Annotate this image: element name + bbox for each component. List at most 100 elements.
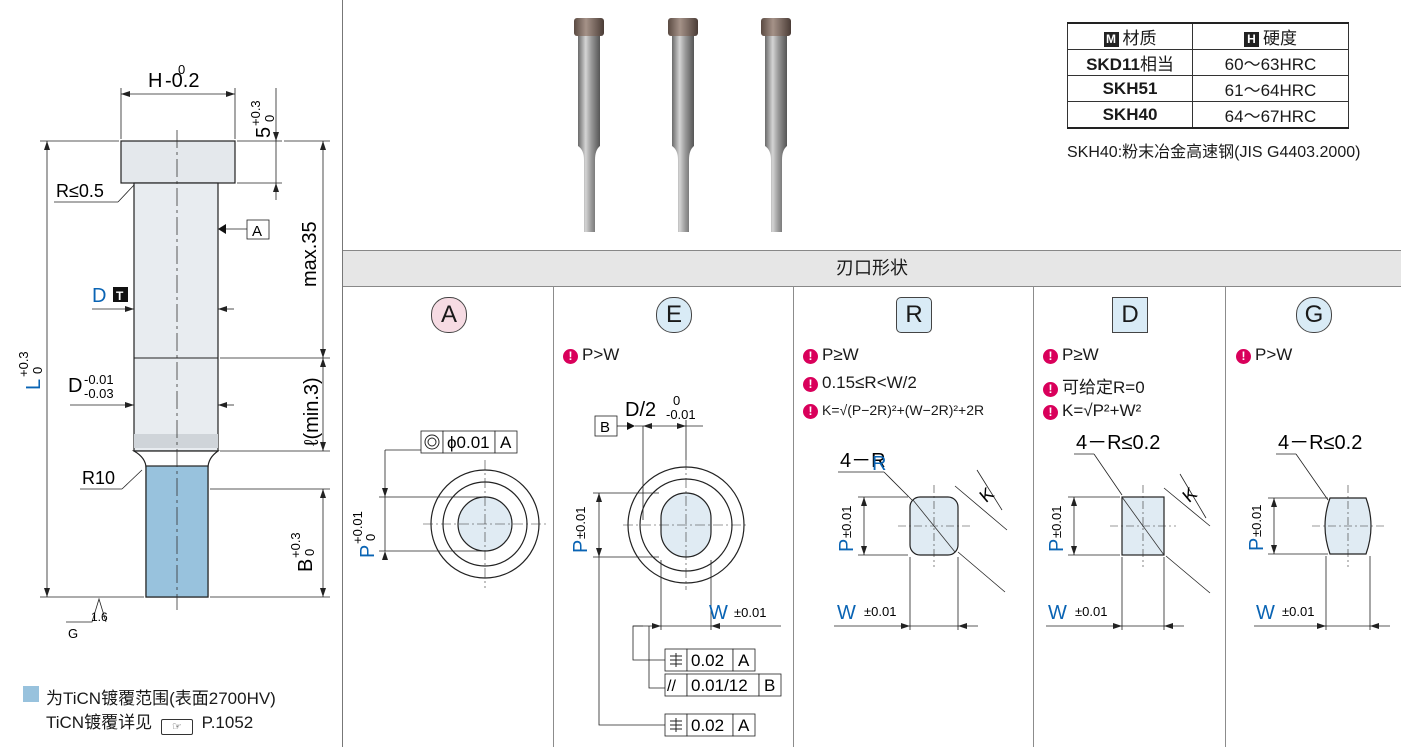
h-tol-upper: 0 [178,62,185,77]
alert-icon: ! [1043,405,1058,420]
punch-photo-3 [761,18,791,232]
alert-icon: ! [803,404,818,419]
shape-d-note-3: ! K=√P²+W² [1043,401,1141,421]
w-label-g: W [1256,602,1275,624]
head-tol-upper: +0.3 [248,100,263,126]
w-tol-r: ±0.01 [864,604,896,619]
l-label: L [23,379,45,390]
h-tol-lower: -0.2 [165,70,199,92]
alert-icon: ! [1043,382,1058,397]
h-label: H [148,70,162,92]
p-label-r: P [836,539,858,552]
r-label-g: 4－R≤0.2 [1278,432,1362,454]
note-text: P≥W [822,345,859,364]
note-text: K=√(P−2R)²+(W−2R)²+2R [822,402,985,418]
d2-tol-upper: 0 [673,393,680,408]
hardness-header-cell: H 硬度 [1192,22,1349,50]
frame1-value: 0.02 [691,651,724,670]
head-tol-base: 5 [253,127,275,138]
shape-d-note-2: ! 可给定R=0 [1043,373,1145,398]
w-tol-e: ±0.01 [734,605,766,620]
p-label-a: P [357,545,379,558]
p-label-g: P [1246,538,1268,551]
alert-icon: ! [563,349,578,364]
material-suffix: 相当 [1139,55,1174,74]
d-badge: T [116,289,124,303]
frame2-value: 0.01/12 [691,676,748,695]
material-header: 材质 [1122,29,1157,48]
max-length-label: max.35 [299,221,321,287]
d-tol-label: D [68,375,82,397]
legend-line1: 为TiCN镀覆范围(表面2700HV) [46,689,276,708]
p-tol-lower-a: 0 [363,534,378,541]
note-text: 0.15≤R<W/2 [822,373,917,392]
d-tol-upper: -0.01 [84,372,114,387]
coax-ref: A [500,433,512,452]
d-label: D [92,285,106,307]
l-tol-lower: 0 [30,367,45,374]
l-tol-upper: +0.3 [16,351,31,377]
shape-d-badge: D [1112,297,1148,333]
p-tol-d: ±0.01 [1049,506,1064,538]
hardness-cell: 60～63HRC [1192,49,1349,76]
roughness-symbol [66,597,107,623]
w-tol-d: ±0.01 [1075,604,1107,619]
legend-swatch [23,686,39,702]
table-row: SKH51 61～64HRC [1067,75,1349,102]
b-tol-upper: +0.3 [288,532,303,558]
shape-d-drawing: 4－R≤0.2 K P ±0.01 W ±0.01 [1046,432,1211,630]
material-name: SKD11 [1086,55,1140,74]
shape-r-badge: R [896,297,932,333]
shape-a-badge: A [431,297,467,333]
frame2-ref: B [764,676,775,695]
shape-a-drawing: ϕ0.01 A P +0.01 0 [350,430,547,588]
pin-drawing: H -0.2 0 5 +0.3 0 R≤0.5 A max.35 D T D -… [16,62,330,641]
r-label-r-highlight: R [872,453,887,475]
p-label-d: P [1046,539,1068,552]
note-text: 可给定R=0 [1062,378,1145,397]
roughness-ref: G [68,626,78,641]
datum-a-label: A [252,223,262,240]
w-label-d: W [1048,602,1067,624]
k-label-r: K [976,483,998,506]
note-text: P>W [582,345,620,364]
roughness-value: 1.6 [91,610,108,624]
column-divider [553,286,554,747]
hardness-badge: H [1244,32,1259,47]
head-tol-lower: 0 [262,115,277,122]
section-header: 刃口形状 [343,250,1401,287]
b-tol-lower: 0 [302,549,317,556]
r-label-d: 4－R≤0.2 [1076,432,1160,454]
alert-icon: ! [803,377,818,392]
legend-page-ref[interactable]: P.1052 [201,713,254,732]
d-badge-box [113,287,128,302]
hardness-cell: 64～67HRC [1192,101,1349,129]
b-label: B [295,559,317,572]
ell-min-label: ℓ(min.3) [301,377,323,446]
column-divider [1033,286,1034,747]
r-label-prefix: 4－R [840,450,886,472]
pin-shank-shade [134,434,218,448]
column-divider [1225,286,1226,747]
shape-e-badge: E [656,297,692,333]
frame3-value: 0.02 [691,716,724,735]
hardness-header: 硬度 [1263,29,1297,48]
note-text: K=√P²+W² [1062,401,1142,420]
product-photos [574,18,791,232]
material-footnote: SKH40:粉末冶金高速钢(JIS G4403.2000) [1067,144,1361,161]
shape-r-note-1: !P≥W [803,345,859,365]
material-cell: SKH40 [1067,101,1193,129]
alert-icon: ! [1236,349,1251,364]
table-row: SKH40 64～67HRC [1067,101,1349,129]
table-row: SKD11相当 60～63HRC [1067,49,1349,76]
coax-value: ϕ0.01 [447,433,490,452]
p-tol-upper-a: +0.01 [350,511,365,544]
shape-r-note-3: ! K=√(P−2R)²+(W−2R)²+2R [803,402,984,419]
column-divider [793,286,794,747]
material-badge: M [1103,32,1119,47]
datum-b-label: B [600,419,610,436]
w-label-r: W [837,602,856,624]
